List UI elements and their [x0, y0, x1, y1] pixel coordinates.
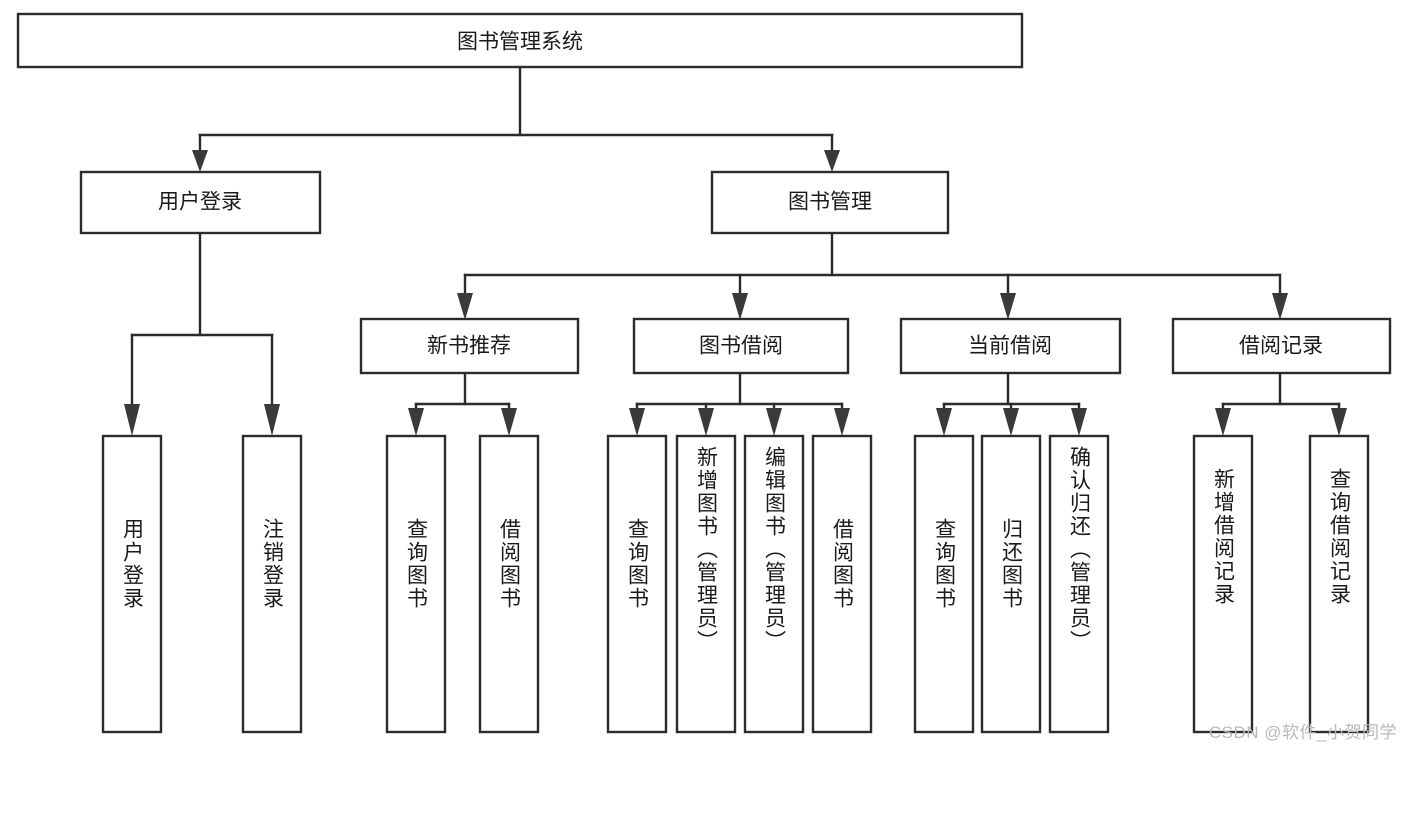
arrowheads-layer [124, 150, 1347, 436]
arrow-to-book-manage [824, 150, 840, 172]
leaf-box-query-book-3[interactable] [913, 434, 975, 734]
leaf-box-return-book[interactable] [980, 434, 1042, 734]
leaf-box-user-login[interactable] [101, 434, 163, 734]
arrow-to-userlogin-leaf1 [124, 404, 140, 436]
node-user-login-label: 用户登录 [158, 191, 242, 214]
arrow-newbook-leaf2 [501, 408, 517, 436]
flowchart-diagram: 图书管理系统 用户登录 图书管理 新书推荐 图书借阅 当前借阅 借阅记录 用户登… [16, 12, 1397, 742]
node-new-book-recommend-label: 新书推荐 [427, 335, 511, 358]
leaf-box-borrow-book-1[interactable] [478, 434, 540, 734]
arrow-to-userlogin-leaf2 [264, 404, 280, 436]
leaf-box-logout-login[interactable] [241, 434, 303, 734]
arrow-currentborrow-leaf2 [1003, 408, 1019, 436]
arrow-to-bookborrow [732, 293, 748, 320]
arrow-borrowrecord-leaf1 [1215, 408, 1231, 436]
arrow-bookborrow-leaf4 [834, 408, 850, 436]
csdn-watermark: CSDN @软件_小贺同学 [1208, 723, 1397, 742]
node-borrow-record-box[interactable] [1171, 317, 1392, 375]
arrow-currentborrow-leaf1 [936, 408, 952, 436]
node-borrow-record-label: 借阅记录 [1239, 335, 1323, 358]
node-book-manage-box[interactable] [710, 170, 950, 235]
leaf-box-query-book-2[interactable] [606, 434, 668, 734]
node-book-borrow-label: 图书借阅 [699, 335, 783, 358]
arrow-bookborrow-leaf2 [698, 408, 714, 436]
arrow-borrowrecord-leaf2 [1331, 408, 1347, 436]
arrow-to-user-login [192, 150, 208, 172]
arrow-newbook-leaf1 [408, 408, 424, 436]
leaf-box-add-book-admin[interactable] [675, 434, 737, 734]
node-current-borrow-box[interactable] [899, 317, 1122, 375]
arrow-to-currentborrow [1000, 293, 1016, 320]
leaf-box-edit-book-admin[interactable] [743, 434, 805, 734]
leaf-box-query-borrow-record[interactable] [1308, 434, 1370, 734]
node-new-book-recommend-box[interactable] [359, 317, 580, 375]
nodes-layer [16, 12, 1392, 734]
node-root-label: 图书管理系统 [457, 31, 583, 54]
horizontal-labels-layer: 图书管理系统 用户登录 图书管理 新书推荐 图书借阅 当前借阅 借阅记录 [158, 31, 1323, 358]
node-user-login-box[interactable] [79, 170, 322, 235]
tree-svg-canvas: 图书管理系统 用户登录 图书管理 新书推荐 图书借阅 当前借阅 借阅记录 [16, 12, 1392, 734]
arrow-bookborrow-leaf1 [629, 408, 645, 436]
node-root-box[interactable] [16, 12, 1024, 69]
arrow-to-newbook [457, 293, 473, 320]
node-book-manage-label: 图书管理 [788, 191, 872, 214]
arrow-to-borrowrecord [1272, 293, 1288, 320]
arrow-currentborrow-leaf3 [1071, 408, 1087, 436]
leaf-box-confirm-return-admin[interactable] [1048, 434, 1110, 734]
node-book-borrow-box[interactable] [632, 317, 850, 375]
leaf-box-add-borrow-record[interactable] [1192, 434, 1254, 734]
leaf-box-borrow-book-2[interactable] [811, 434, 873, 734]
arrow-bookborrow-leaf3 [766, 408, 782, 436]
node-current-borrow-label: 当前借阅 [968, 335, 1052, 358]
leaf-box-query-book-1[interactable] [385, 434, 447, 734]
